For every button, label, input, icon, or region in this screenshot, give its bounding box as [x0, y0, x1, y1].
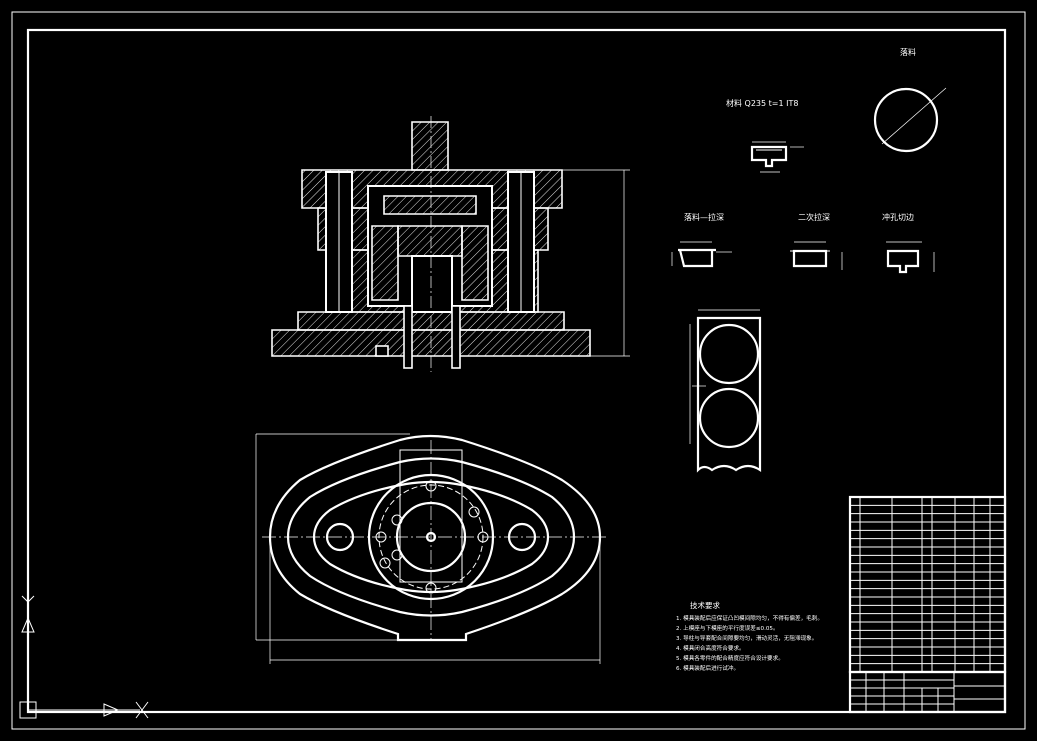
tech-line-2: 2. 上模座与下模座的平行度误差≤0.05。 — [676, 624, 779, 632]
step1-title: 落料—拉深 — [684, 212, 724, 222]
tech-line-1: 1. 模具装配后应保证凸凹模间隙均匀，不得有偏差，毛刺。 — [676, 614, 823, 622]
step2-title: 二次拉深 — [798, 212, 830, 222]
material-note: 材料 Q235 t=1 IT8 — [726, 98, 798, 108]
outer-border — [11, 11, 1026, 730]
step3-drawing: 冲孔切边 — [882, 212, 935, 274]
tech-line-6: 6. 模具装配后进行试冲。 — [676, 664, 739, 672]
parts-table-frame — [848, 495, 1007, 674]
tech-line-4: 4. 模具闭合高度符合要求。 — [676, 644, 745, 652]
step2-drawing: 二次拉深 — [790, 212, 843, 270]
plan-view — [255, 433, 606, 664]
assembly-section-view — [271, 116, 630, 372]
parts-list-table — [848, 495, 1007, 674]
material-note-text: 材料 Q235 t=1 IT8 — [726, 98, 798, 108]
blank-disc-drawing: 落料 — [873, 47, 947, 153]
title-block — [848, 670, 1007, 714]
technical-requirements: 技术要求 1. 模具装配后应保证凸凹模间隙均匀，不得有偏差，毛刺。 2. 上模座… — [676, 600, 823, 672]
step3-title: 冲孔切边 — [882, 212, 914, 222]
ucs-axis-icon — [19, 595, 149, 719]
blank-title: 落料 — [900, 47, 916, 57]
strip-layout-drawing — [689, 309, 762, 473]
tech-title: 技术要求 — [690, 600, 720, 610]
tech-line-5: 5. 模具各零件的配合精度应符合设计要求。 — [676, 654, 784, 662]
finished-part-drawing — [750, 141, 804, 173]
inner-border — [26, 28, 1007, 714]
tech-line-3: 3. 导柱与导套配合间隙要均匀，滑动灵活，无阻滞现象。 — [676, 634, 817, 642]
step1-drawing: 落料—拉深 — [671, 212, 732, 268]
